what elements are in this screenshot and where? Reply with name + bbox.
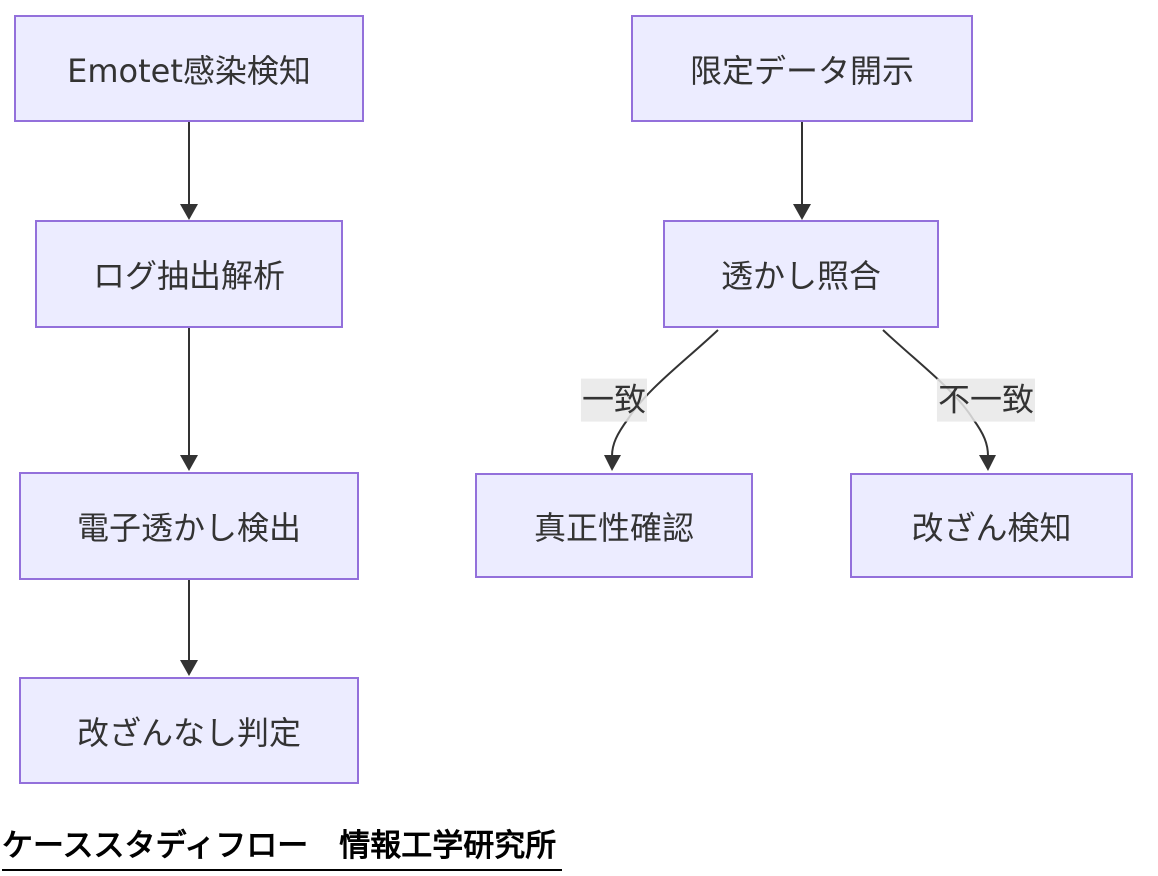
node-label: 透かし照合 bbox=[720, 257, 881, 295]
edge-a-b bbox=[180, 122, 198, 220]
node-no-tampering-judgment: 改ざんなし判定 bbox=[19, 677, 359, 784]
node-emotet-infection-detection: Emotet感染検知 bbox=[14, 15, 364, 122]
edge-b-c bbox=[180, 328, 198, 471]
node-label: 限定データ開示 bbox=[689, 51, 914, 90]
node-digital-watermark-detection: 電子透かし検出 bbox=[19, 472, 359, 580]
edge-label-match: 一致 bbox=[580, 378, 648, 422]
node-watermark-matching: 透かし照合 bbox=[663, 220, 939, 328]
node-log-extraction-analysis: ログ抽出解析 bbox=[35, 220, 343, 328]
node-tampering-detected: 改ざん検知 bbox=[850, 473, 1133, 578]
diagram-title: ケーススタディフロー 情報工学研究所 bbox=[2, 820, 563, 871]
node-label: ログ抽出解析 bbox=[92, 257, 285, 295]
node-authenticity-confirmed: 真正性確認 bbox=[475, 473, 753, 578]
node-label: 真正性確認 bbox=[533, 508, 694, 547]
edge-c-d bbox=[180, 580, 198, 676]
node-label: Emotet感染検知 bbox=[67, 51, 311, 90]
edge-e-f bbox=[793, 122, 811, 220]
edge-label-no-match: 不一致 bbox=[936, 378, 1036, 422]
node-label: 電子透かし検出 bbox=[76, 509, 301, 547]
node-label: 改ざん検知 bbox=[911, 508, 1072, 547]
node-limited-data-disclosure: 限定データ開示 bbox=[631, 15, 973, 122]
node-label: 改ざんなし判定 bbox=[76, 713, 301, 752]
